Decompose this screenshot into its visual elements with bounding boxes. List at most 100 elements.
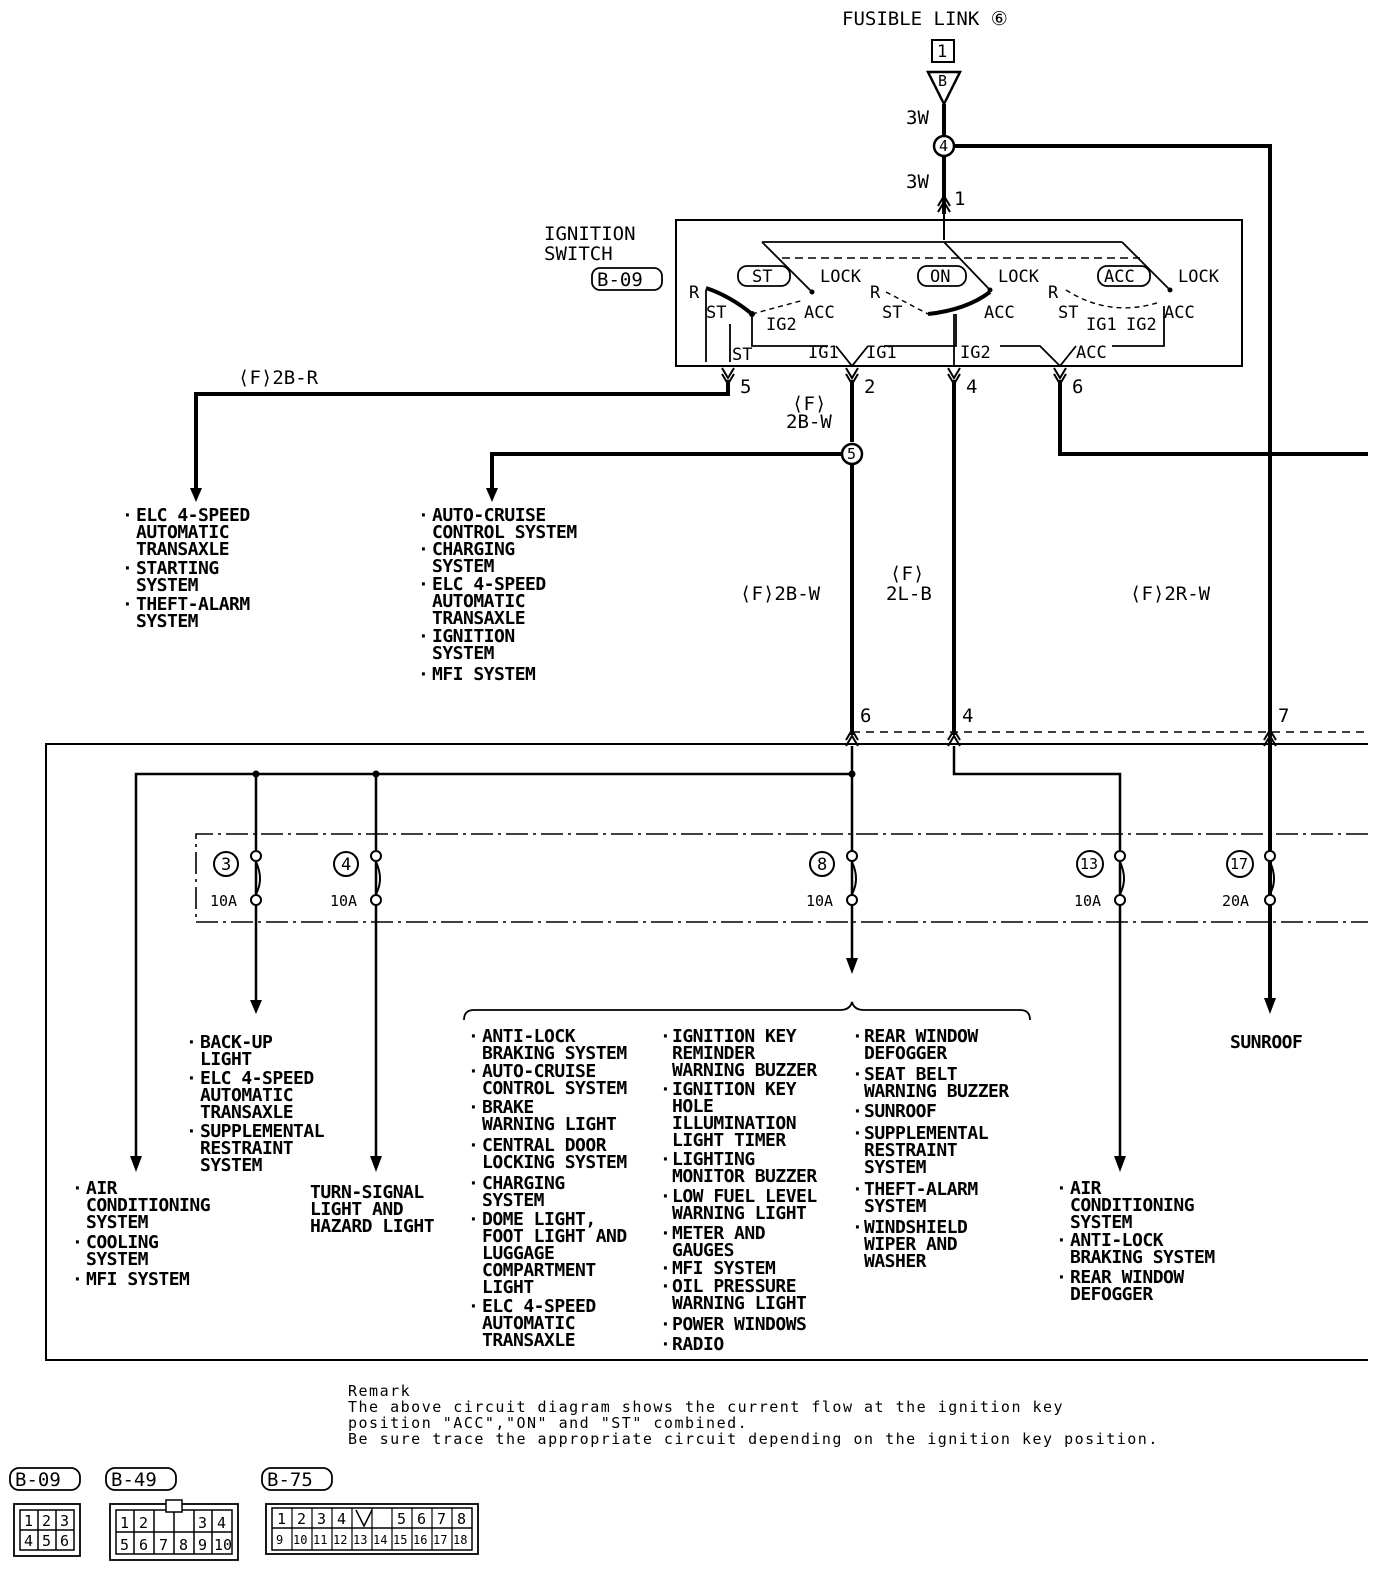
switch-output-arrows — [721, 367, 1067, 386]
fuse-number: 8 — [817, 855, 827, 875]
svg-text:TURN-SIGNAL: TURN-SIGNAL — [310, 1182, 424, 1203]
junction-pin-6: 6 — [860, 705, 871, 727]
svg-text:AIR: AIR — [1070, 1178, 1102, 1199]
fuse-rating: 10A — [806, 892, 833, 910]
sec2-lock: LOCK — [998, 267, 1040, 287]
svg-text:·: · — [186, 1032, 196, 1053]
fuse-triangle-icon — [925, 70, 963, 107]
sec3-st: ST — [1058, 303, 1078, 323]
svg-text:SYSTEM: SYSTEM — [432, 556, 495, 577]
svg-text:·: · — [660, 1314, 670, 1335]
svg-text:THEFT-ALARM: THEFT-ALARM — [136, 594, 250, 615]
svg-text:GAUGES: GAUGES — [672, 1240, 734, 1261]
svg-text:LIGHT TIMER: LIGHT TIMER — [672, 1130, 786, 1151]
svg-text:AUTO-CRUISE: AUTO-CRUISE — [482, 1061, 596, 1082]
svg-text:WARNING LIGHT: WARNING LIGHT — [672, 1293, 807, 1314]
svg-text:LIGHT: LIGHT — [482, 1277, 534, 1298]
svg-text:·: · — [852, 1123, 862, 1144]
fuse-number: 4 — [341, 855, 351, 875]
fuse-rating: 10A — [210, 892, 237, 910]
connector-name: B-75 — [267, 1469, 313, 1491]
svg-text:·: · — [418, 539, 428, 560]
arrow-down-icon — [1264, 998, 1276, 1014]
svg-text:MFI SYSTEM: MFI SYSTEM — [432, 664, 536, 685]
fuse-13: 13 10A — [1074, 850, 1126, 910]
output-ig1-left: IG1 — [808, 343, 839, 363]
svg-text:LUGGAGE: LUGGAGE — [482, 1243, 554, 1264]
ignition-switch: IGNITION SWITCH B-09 ST LOCK R ST IG2 AC… — [544, 214, 1243, 368]
fuse-icon — [375, 861, 381, 895]
output-ig2: IG2 — [960, 343, 991, 363]
wire-label-2r-w: ⟨F⟩2R-W — [1130, 583, 1211, 605]
svg-text:6: 6 — [60, 1532, 69, 1550]
fuse8-system-list-col2: · IGNITION KEY REMINDER WARNING BUZZER ·… — [660, 1026, 818, 1355]
svg-text:4: 4 — [24, 1532, 33, 1550]
svg-text:4: 4 — [337, 1510, 346, 1528]
svg-text:AUTOMATIC: AUTOMATIC — [200, 1085, 293, 1106]
arrow-down-icon — [486, 488, 498, 502]
svg-text:4: 4 — [217, 1514, 226, 1532]
svg-text:10: 10 — [293, 1533, 307, 1547]
svg-text:·: · — [72, 1232, 82, 1253]
svg-text:HAZARD LIGHT: HAZARD LIGHT — [310, 1216, 435, 1237]
svg-text:LOW FUEL LEVEL: LOW FUEL LEVEL — [672, 1186, 817, 1207]
svg-text:·: · — [468, 1296, 478, 1317]
svg-text:5: 5 — [42, 1532, 51, 1550]
svg-text:·: · — [1056, 1267, 1066, 1288]
svg-text:SYSTEM: SYSTEM — [86, 1212, 149, 1233]
svg-text:CONTROL SYSTEM: CONTROL SYSTEM — [432, 522, 577, 543]
arrow-down-icon — [846, 958, 858, 974]
junction-pin-4: 4 — [962, 705, 973, 727]
svg-text:TRANSAXLE: TRANSAXLE — [482, 1330, 575, 1351]
svg-text:LIGHT: LIGHT — [200, 1049, 252, 1070]
svg-text:RESTRAINT: RESTRAINT — [200, 1138, 294, 1159]
fuse17-system: SUNROOF — [1230, 1032, 1302, 1053]
svg-text:3: 3 — [198, 1514, 207, 1532]
svg-text:SYSTEM: SYSTEM — [136, 611, 199, 632]
sec3-ig1: IG1 — [1086, 315, 1117, 335]
svg-text:·: · — [468, 1209, 478, 1230]
svg-text:SYSTEM: SYSTEM — [1070, 1212, 1133, 1233]
svg-text:·: · — [418, 574, 428, 595]
svg-text:·: · — [660, 1149, 670, 1170]
svg-text:DEFOGGER: DEFOGGER — [1070, 1284, 1153, 1305]
svg-text:1: 1 — [24, 1512, 33, 1530]
svg-text:IGNITION: IGNITION — [432, 626, 515, 647]
svg-text:TRANSAXLE: TRANSAXLE — [200, 1102, 293, 1123]
svg-text:·: · — [852, 1064, 862, 1085]
mode-st: ST — [752, 267, 772, 287]
wire-label-2b-w-top-1: ⟨F⟩ — [792, 393, 826, 415]
sec1-r: R — [689, 283, 700, 303]
svg-text:CHARGING: CHARGING — [432, 539, 515, 560]
fuse8-system-list-col3: · REAR WINDOW DEFOGGER · SEAT BELT WARNI… — [852, 1026, 1010, 1272]
svg-text:ELC 4-SPEED: ELC 4-SPEED — [136, 505, 250, 526]
junction-wires — [134, 746, 1122, 1158]
svg-text:AUTOMATIC: AUTOMATIC — [482, 1313, 575, 1334]
fuse8-brace — [463, 1001, 1031, 1021]
fuse-number: 17 — [1230, 855, 1248, 873]
svg-text:·: · — [468, 1173, 478, 1194]
svg-text:·: · — [660, 1223, 670, 1244]
svg-text:·: · — [1056, 1230, 1066, 1251]
remark-line-1: The above circuit diagram shows the curr… — [348, 1398, 1064, 1416]
sec1-acc: ACC — [804, 303, 835, 323]
svg-text:2: 2 — [42, 1512, 51, 1530]
switch-pin-1: 1 — [954, 188, 965, 210]
joint-number-5: 5 — [847, 445, 856, 463]
junction-block: 6 4 7 — [45, 705, 1368, 1361]
svg-text:·: · — [418, 505, 428, 526]
connector-b-49: B-49 1 2 3 4 5 6 7 8 9 10 — [105, 1467, 239, 1561]
svg-text:SYSTEM: SYSTEM — [864, 1196, 927, 1217]
svg-text:WASHER: WASHER — [864, 1251, 927, 1272]
wire-label-2b-w-top-2: 2B-W — [786, 411, 832, 433]
sec2-acc: ACC — [984, 303, 1015, 323]
svg-text:COMPARTMENT: COMPARTMENT — [482, 1260, 596, 1281]
fusible-link-tag: B — [938, 72, 947, 90]
svg-text:8: 8 — [179, 1536, 188, 1554]
fuse3-system-list: · BACK-UP LIGHT · ELC 4-SPEED AUTOMATIC … — [186, 1032, 325, 1176]
fusible-link-box-number: 1 — [937, 42, 947, 62]
ignition-switch-title-2: SWITCH — [544, 243, 613, 265]
arrow-down-icon — [1114, 1156, 1126, 1172]
svg-text:·: · — [468, 1135, 478, 1156]
svg-text:RADIO: RADIO — [672, 1334, 724, 1355]
